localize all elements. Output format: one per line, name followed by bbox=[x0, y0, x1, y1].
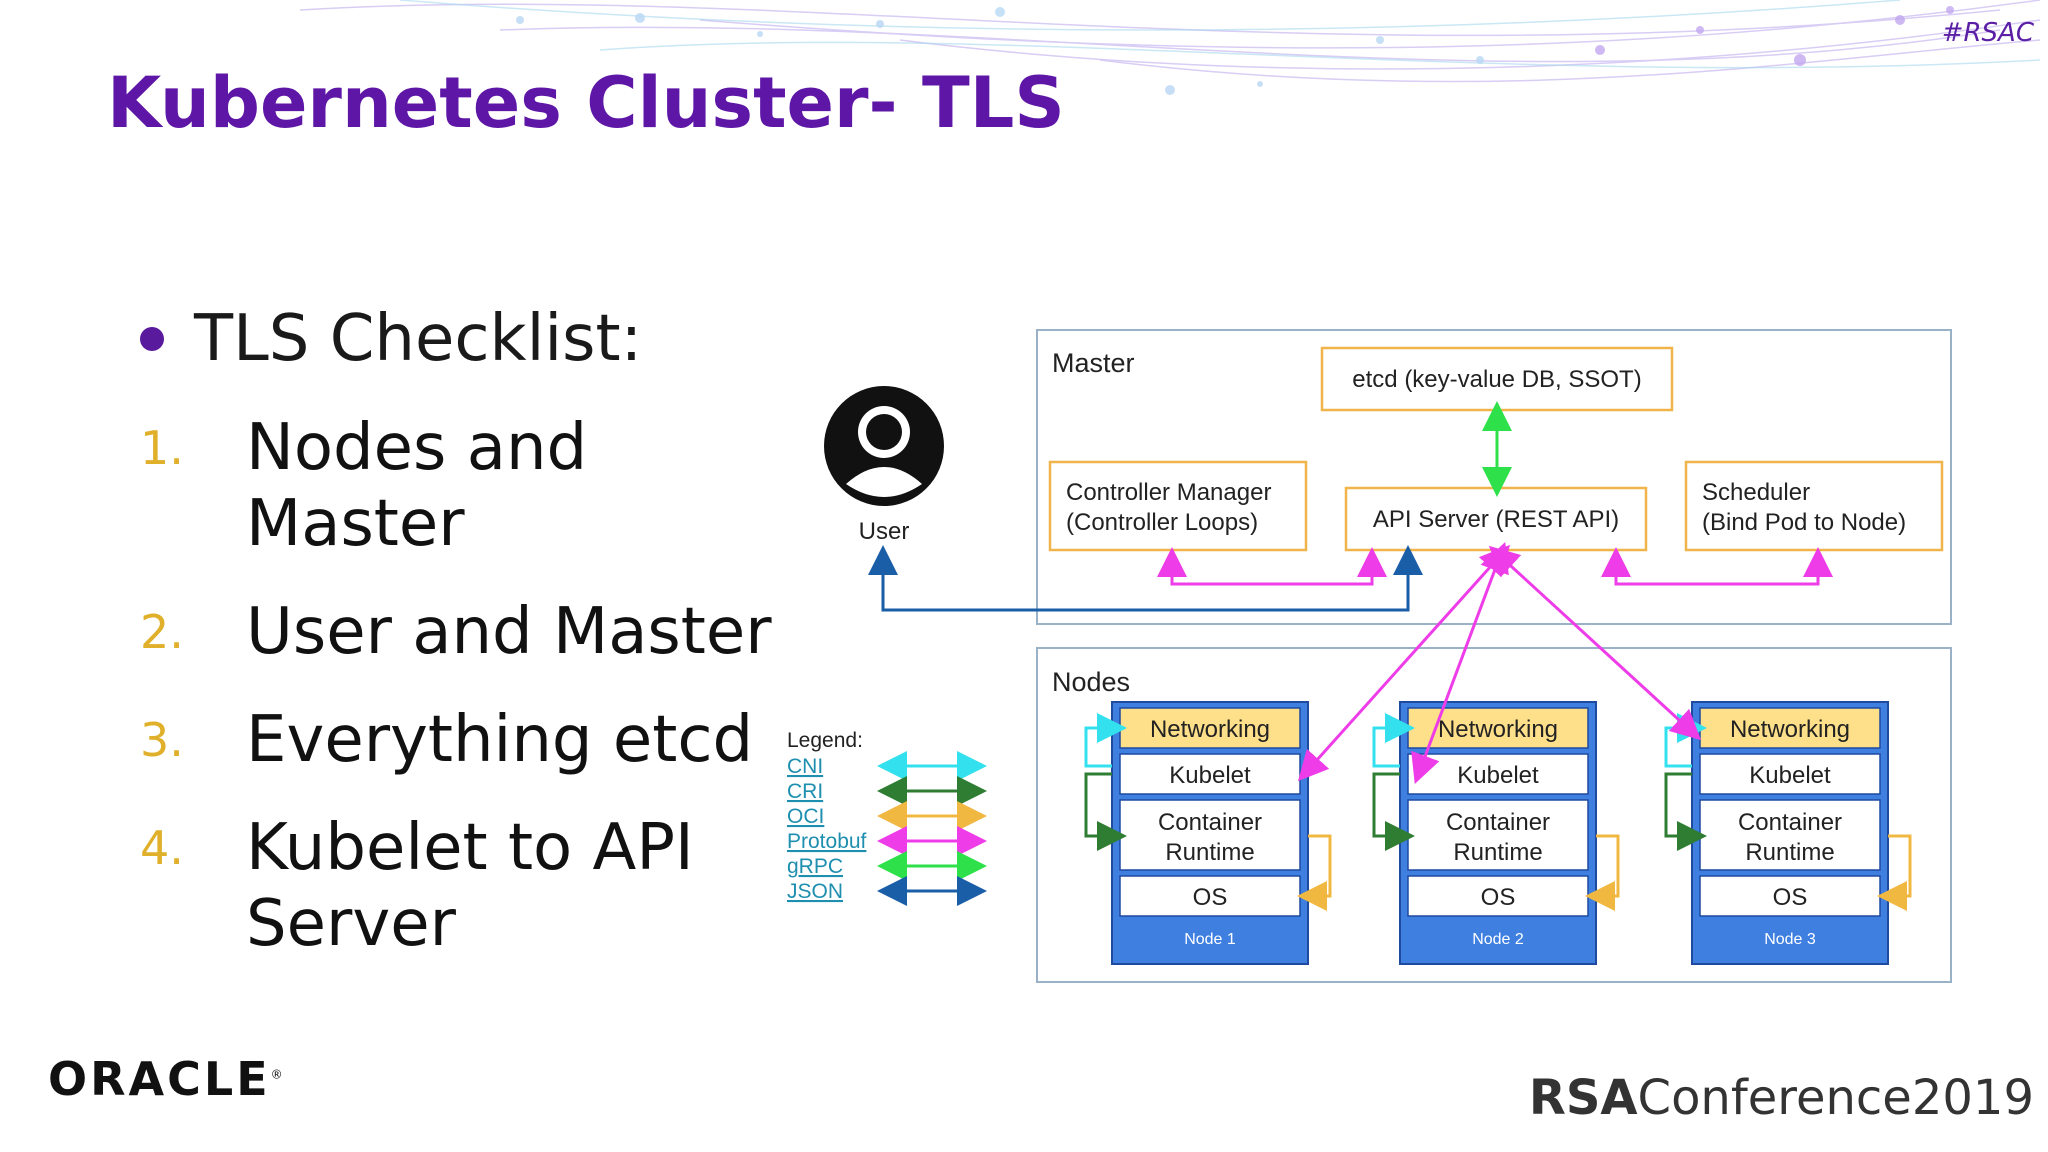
checklist-item: 4. Kubelet to API Server bbox=[140, 810, 780, 962]
legend-protobuf[interactable]: Protobuf bbox=[787, 830, 867, 853]
scheduler-api-arrow bbox=[1601, 547, 1833, 586]
rsa-conference-logo: RSAConference2019 bbox=[1529, 1070, 2034, 1126]
bullet-dot-icon bbox=[140, 327, 164, 351]
node-os: OS bbox=[1481, 884, 1516, 911]
oracle-logo-text: ORACLE bbox=[48, 1052, 271, 1106]
legend-title: Legend: bbox=[787, 729, 863, 752]
scheduler-line2: (Bind Pod to Node) bbox=[1702, 509, 1906, 536]
checklist-number: 2. bbox=[140, 605, 184, 659]
node-1: Networking Kubelet Container Runtime OS … bbox=[1084, 701, 1332, 965]
node-kubelet: Kubelet bbox=[1457, 762, 1539, 789]
checklist-number: 4. bbox=[140, 821, 184, 875]
node-os: OS bbox=[1773, 884, 1808, 911]
kubernetes-diagram: Master etcd (key-value DB, SSOT) Control… bbox=[787, 329, 1952, 983]
legend-cri[interactable]: CRI bbox=[787, 780, 823, 803]
legend-grpc[interactable]: gRPC bbox=[787, 855, 843, 878]
etcd-label: etcd (key-value DB, SSOT) bbox=[1352, 366, 1641, 393]
controller-line2: (Controller Loops) bbox=[1066, 509, 1258, 536]
kubelet2-api-arrow bbox=[1411, 541, 1509, 785]
node-kubelet: Kubelet bbox=[1749, 762, 1831, 789]
checklist-item: 3. Everything etcd bbox=[140, 702, 780, 778]
kubelet3-api-arrow bbox=[1488, 545, 1702, 741]
node-name: Node 2 bbox=[1472, 931, 1524, 948]
legend-cni[interactable]: CNI bbox=[787, 755, 823, 778]
controller-line1: Controller Manager bbox=[1066, 479, 1271, 506]
scheduler-line1: Scheduler bbox=[1702, 479, 1810, 506]
node-os: OS bbox=[1193, 884, 1228, 911]
slide-title: Kubernetes Cluster- TLS bbox=[107, 62, 1065, 144]
checklist-text: User and Master bbox=[246, 595, 772, 669]
oracle-logo: ORACLE® bbox=[48, 1052, 286, 1106]
node-networking: Networking bbox=[1150, 716, 1270, 743]
hashtag: #RSAC bbox=[1941, 18, 2034, 48]
checklist-item: 2. User and Master bbox=[140, 594, 780, 670]
decorative-swoosh bbox=[299, 0, 2041, 95]
tls-checklist: 1. Nodes and Master 2. User and Master 3… bbox=[140, 410, 780, 994]
checklist-text: Everything etcd bbox=[246, 703, 754, 777]
node-networking: Networking bbox=[1438, 716, 1558, 743]
checklist-text: Kubelet to API Server bbox=[246, 811, 694, 961]
node-3: Networking Kubelet Container Runtime OS … bbox=[1664, 701, 1912, 965]
rsa-logo-rest: Conference2019 bbox=[1637, 1070, 2034, 1126]
rsa-logo-bold: RSA bbox=[1528, 1070, 1638, 1126]
legend-json[interactable]: JSON bbox=[787, 880, 843, 903]
scheduler-box bbox=[1684, 460, 1944, 552]
node-2: Networking Kubelet Container Runtime OS … bbox=[1372, 701, 1620, 965]
master-label: Master bbox=[1052, 348, 1135, 378]
bullet-heading: TLS Checklist: bbox=[140, 302, 642, 376]
legend-oci[interactable]: OCI bbox=[787, 805, 824, 828]
legend-items: CNI CRI OCI Protobuf gRPC JSON bbox=[787, 751, 987, 906]
node-runtime-line2: Runtime bbox=[1453, 839, 1542, 866]
node-name: Node 3 bbox=[1764, 931, 1816, 948]
node-runtime-line1: Container bbox=[1446, 809, 1550, 836]
node-runtime-line2: Runtime bbox=[1165, 839, 1254, 866]
controller-manager-box bbox=[1048, 460, 1308, 552]
api-server-box bbox=[1344, 486, 1648, 552]
user-icon bbox=[824, 386, 944, 506]
bullet-heading-text: TLS Checklist: bbox=[194, 302, 643, 376]
node-runtime-line1: Container bbox=[1738, 809, 1842, 836]
node-runtime-line2: Runtime bbox=[1745, 839, 1834, 866]
checklist-number: 1. bbox=[140, 421, 184, 475]
node-networking: Networking bbox=[1730, 716, 1850, 743]
checklist-text: Nodes and Master bbox=[246, 411, 588, 561]
checklist-number: 3. bbox=[140, 713, 184, 767]
controller-api-arrow bbox=[1157, 547, 1387, 586]
api-server-label: API Server (REST API) bbox=[1373, 506, 1619, 533]
registered-mark: ® bbox=[270, 1067, 286, 1082]
etcd-box bbox=[1320, 346, 1674, 412]
user-label: User bbox=[859, 518, 910, 545]
node-runtime-line1: Container bbox=[1158, 809, 1262, 836]
checklist-item: 1. Nodes and Master bbox=[140, 410, 780, 562]
node-kubelet: Kubelet bbox=[1169, 762, 1251, 789]
node-name: Node 1 bbox=[1184, 931, 1236, 948]
nodes-label: Nodes bbox=[1052, 667, 1130, 697]
